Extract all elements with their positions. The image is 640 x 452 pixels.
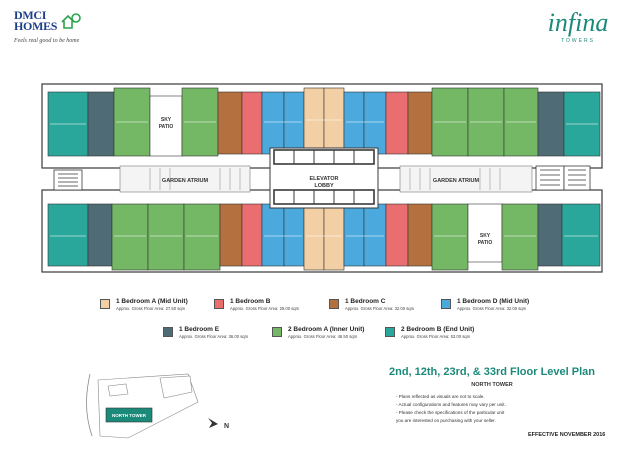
unit-1br-e	[537, 91, 565, 157]
legend-name: 1 Bedroom A (Mid Unit)	[116, 298, 188, 305]
interior-partitions	[50, 119, 598, 237]
title-block: 2nd, 12th, 23rd, & 33rd Floor Level Plan…	[372, 366, 612, 425]
disclaimer-notes: - Plans reflected as visuals are not to …	[396, 393, 612, 425]
unit-2br-end	[47, 203, 89, 267]
note: - Please check the specifications of the…	[396, 410, 505, 415]
unit-1br-d	[363, 91, 387, 155]
legend-swatch	[214, 299, 224, 309]
unit-1br-d	[283, 203, 305, 267]
legend-item: 1 Bedroom B Approx. Gross Floor Area: 29…	[214, 298, 299, 311]
unit-1br-d	[283, 91, 305, 155]
legend-area: Approx. Gross Floor Area: 32.00 sqm	[345, 306, 415, 311]
unit-1br-d	[261, 203, 285, 267]
bottom-wing-units	[47, 203, 601, 271]
unit-1br-a	[323, 203, 345, 271]
unit-1br-d	[363, 203, 387, 267]
sky-patio-bottom-label: SKY	[480, 233, 491, 239]
legend-swatch	[163, 327, 173, 337]
unit-1br-b	[385, 203, 409, 267]
garden-atrium-right-label: GARDEN ATRIUM	[433, 178, 480, 184]
north-tower-label: NORTH TOWER	[112, 413, 147, 418]
note: you are interested on purchasing with yo…	[396, 418, 496, 423]
unit-1br-a	[323, 87, 345, 155]
legend-area: Approx. Gross Floor Area: 29.00 sqm	[230, 306, 300, 311]
note: - Actual configurations and features may…	[396, 402, 506, 407]
unit-2br-end	[561, 203, 601, 267]
unit-2br-inner	[501, 203, 539, 271]
elevator-lobby-label: ELEVATOR	[309, 176, 338, 182]
north-label: N	[224, 423, 229, 430]
unit-1br-e	[87, 91, 115, 157]
project-subname: TOWERS	[561, 38, 595, 44]
unit-1br-c	[407, 91, 433, 155]
sky-patio-top-label: PATIO	[159, 124, 174, 130]
unit-1br-b	[241, 91, 263, 155]
legend-name: 1 Bedroom C	[345, 298, 386, 305]
site-key-map: NORTH TOWER N	[86, 373, 229, 439]
infina-towers-logo: infina TOWERS	[542, 8, 614, 58]
unit-1br-c	[219, 203, 243, 267]
legend-name: 2 Bedroom A (Inner Unit)	[288, 326, 365, 333]
north-arrow-icon	[208, 418, 218, 428]
unit-1br-e	[87, 203, 113, 267]
unit-1br-b	[241, 203, 263, 267]
tower-name: NORTH TOWER	[471, 382, 513, 388]
legend-swatch	[329, 299, 339, 309]
unit-1br-d	[261, 91, 285, 155]
legend-item: 1 Bedroom C Approx. Gross Floor Area: 32…	[329, 298, 414, 311]
brand-tagline: Feels real good to be home	[14, 38, 80, 44]
legend-swatch	[272, 327, 282, 337]
legend-area: Approx. Gross Floor Area: 27.50 sqm	[116, 306, 186, 311]
legend-name: 2 Bedroom B (End Unit)	[401, 326, 475, 333]
unit-1br-c	[407, 203, 433, 267]
legend-name: 1 Bedroom B	[230, 298, 271, 305]
legend-name: 1 Bedroom E	[179, 326, 220, 333]
unit-1br-c	[217, 91, 243, 155]
legend-area: Approx. Gross Floor Area: 36.00 sqm	[179, 334, 249, 339]
house-leaf-icon	[61, 13, 81, 29]
north-tower-marker	[105, 407, 153, 423]
unit-1br-a	[303, 87, 325, 155]
unit-1br-b	[385, 91, 409, 155]
effective-date: EFFECTIVE NOVEMBER 2016	[528, 432, 606, 438]
unit-2br-inner	[147, 203, 185, 271]
legend-area: Approx. Gross Floor Area: 46.50 sqm	[288, 334, 358, 339]
unit-1br-a	[303, 203, 325, 271]
elevator-lobby-label: LOBBY	[314, 183, 334, 189]
legend-swatch	[385, 327, 395, 337]
unit-2br-inner	[111, 203, 149, 271]
legend-swatch	[441, 299, 451, 309]
dmci-homes-logo: DMCI HOMES Feels real good to be home	[14, 8, 124, 50]
legend-area: Approx. Gross Floor Area: 53.00 sqm	[401, 334, 471, 339]
note: - Plans reflected as visuals are not to …	[396, 394, 485, 399]
stair-cores	[53, 165, 591, 191]
project-name: infina	[547, 8, 609, 37]
legend-item: 1 Bedroom E Approx. Gross Floor Area: 36…	[163, 326, 248, 339]
elevator-core	[269, 147, 379, 209]
sky-patio-bottom	[467, 203, 503, 263]
unit-2br-inner	[183, 203, 221, 271]
legend-item: 1 Bedroom A (Mid Unit) Approx. Gross Flo…	[100, 298, 188, 311]
legend-item: 1 Bedroom D (Mid Unit) Approx. Gross Flo…	[441, 298, 529, 311]
legend-area: Approx. Gross Floor Area: 32.00 sqm	[457, 306, 527, 311]
legend-item: 2 Bedroom A (Inner Unit) Approx. Gross F…	[272, 326, 364, 339]
sky-patio-top-label: SKY	[161, 117, 172, 123]
floor-plan-title: 2nd, 12th, 23rd, & 33rd Floor Level Plan	[388, 366, 595, 378]
brand-name-line1: DMCI	[14, 8, 47, 22]
legend-item: 2 Bedroom B (End Unit) Approx. Gross Flo…	[385, 326, 474, 339]
garden-atrium-left-label: GARDEN ATRIUM	[162, 178, 209, 184]
garden-atria	[119, 165, 533, 193]
unit-1br-d	[343, 91, 365, 155]
brand-name-line2: HOMES	[14, 19, 58, 33]
unit-2br-inner	[431, 203, 469, 271]
unit-1br-d	[343, 203, 365, 267]
sky-patio-bottom-label: PATIO	[478, 240, 493, 246]
legend-swatch	[100, 299, 110, 309]
unit-1br-e	[537, 203, 563, 267]
sky-patio-top	[149, 95, 183, 157]
legend-name: 1 Bedroom D (Mid Unit)	[457, 298, 530, 305]
